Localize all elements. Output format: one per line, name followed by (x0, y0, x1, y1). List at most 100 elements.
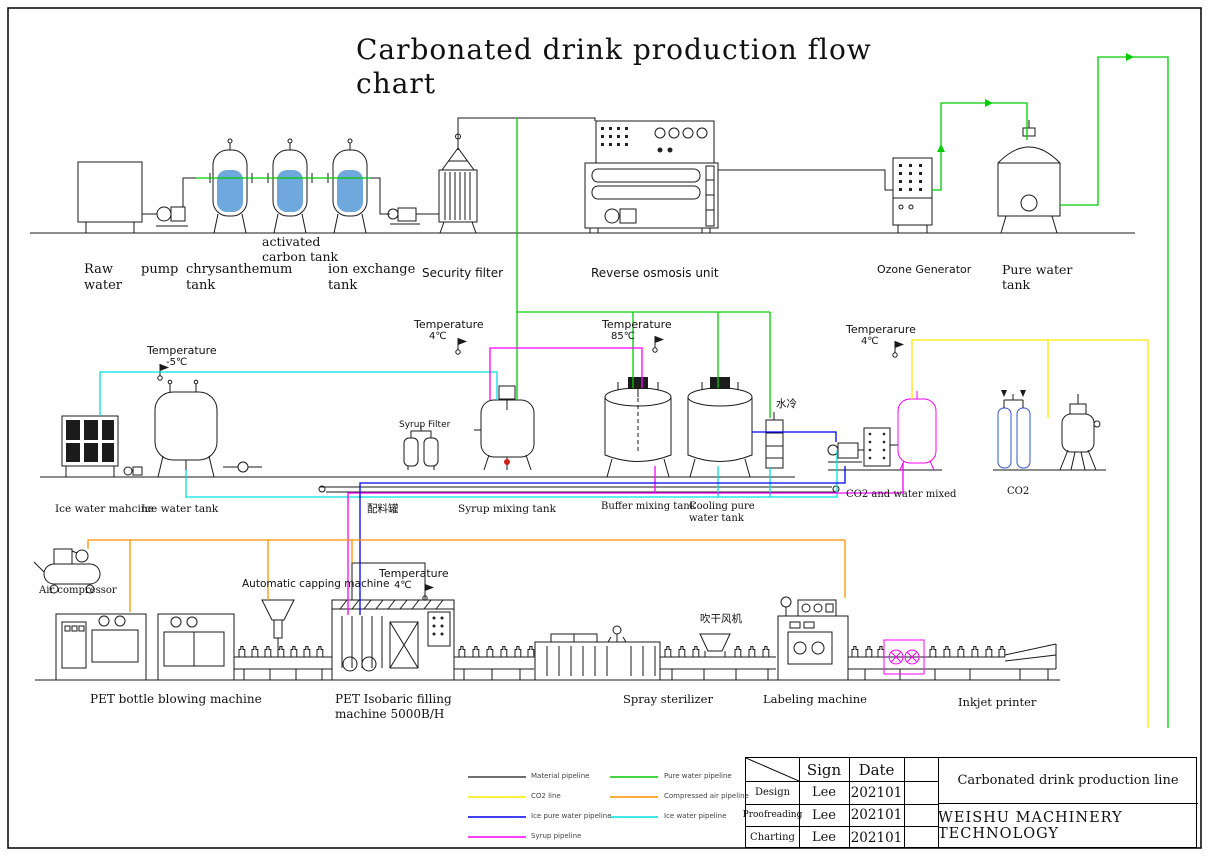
pet-bottle-blowing-machine (55, 613, 235, 681)
title-block-divider (938, 758, 939, 847)
flow-arrow-icon (1126, 53, 1134, 61)
cooling-pure-water-tank (687, 377, 753, 478)
label-air-compressor: Air compressor (39, 585, 117, 596)
ozone-generator (892, 157, 933, 233)
flow-arrow-icon (937, 144, 945, 152)
buffer-mixing-tank (604, 377, 672, 478)
label-temp-ice-water: Temperature (147, 344, 217, 357)
co2-pipeline (911, 339, 1149, 728)
row-design-sign: Lee (811, 785, 837, 800)
legend-label-ice-pure-water: Ice pure water pipeline (531, 812, 612, 820)
row-proofreading-role: Proofreading (742, 810, 803, 820)
title-block-divider (849, 758, 850, 847)
legend-label-pure-water: Pure water pipeline (664, 772, 732, 780)
header-sign: Sign (806, 760, 842, 779)
pet-filling-machine (331, 562, 455, 681)
value-temp-syrup: 4℃ (429, 331, 447, 342)
label-temp-filling: Temperature (379, 567, 449, 580)
title-block-divider (904, 758, 905, 847)
label-capping-machine: Automatic capping machine (242, 578, 390, 590)
label-security-filter: Security filter (422, 266, 504, 280)
label-activated-carbon-tank: activated carbon tank (262, 234, 339, 265)
label-co2: CO2 (1007, 486, 1030, 497)
row-charting-date: 202101 (850, 829, 903, 846)
title-block-divider (746, 781, 938, 782)
title-block-divider (746, 804, 938, 805)
title-block-divider (799, 758, 800, 847)
label-pure-water-tank: Pure water tank (1002, 262, 1073, 293)
transfer-pump (223, 461, 262, 473)
legend-label-compressed-air: Compressed air pipeline (664, 792, 749, 800)
conveyor (234, 646, 332, 680)
label-pet-blowing-machine: PET bottle blowing machine (90, 692, 262, 706)
ground-lines (30, 232, 1135, 681)
pure-water-pipeline (196, 53, 1169, 728)
label-syrup-mixing-tank: Syrup mixing tank (458, 503, 556, 515)
reverse-osmosis-unit (584, 120, 893, 234)
spray-sterilizer (534, 625, 661, 681)
legend-label-ice-water: Ice water pipeline (664, 812, 727, 820)
syrup-pipeline (347, 347, 904, 615)
flag-icon (652, 335, 665, 353)
value-temp-filling: 4℃ (394, 580, 412, 591)
conveyor (454, 646, 535, 680)
ice-water-tank (154, 379, 218, 478)
labeling-machine (777, 596, 849, 681)
ice-water-pipeline (99, 371, 838, 498)
title-block-divider (938, 803, 1198, 804)
capping-machine-hopper (261, 599, 295, 657)
co2-cylinders (997, 407, 1031, 469)
page-border (7, 7, 1202, 849)
compressed-air-pipeline (87, 539, 846, 612)
syrup-filter (403, 425, 439, 470)
row-charting-sign: Lee (811, 830, 837, 845)
co2-water-mixer (827, 427, 898, 467)
legend-lines (468, 776, 658, 838)
label-temp-mixer: Temperarure (846, 323, 916, 336)
conveyor (848, 646, 1006, 680)
label-ice-water-machine: Ice water mahcine (55, 503, 154, 515)
pipe-rack (318, 485, 840, 493)
label-buffer-mixing-tank: Buffer mixing tank (601, 501, 696, 512)
label-raw-water-tank: Raw water (84, 262, 123, 293)
flag-icon (422, 583, 435, 601)
row-design-date: 202101 (850, 784, 903, 801)
ice-water-machine (61, 415, 143, 477)
syrup-mixing-tank (474, 385, 535, 471)
filter-feed-pump (370, 177, 439, 225)
header-date: Date (858, 760, 895, 779)
row-proofreading-date: 202101 (850, 807, 903, 823)
water-pump (156, 177, 196, 227)
flow-arrow-icon (985, 99, 993, 107)
row-design-role: Design (754, 787, 791, 798)
activated-carbon-tank (272, 138, 308, 234)
row-charting-role: Charting (750, 832, 795, 843)
company-name: WEISHU MACHINERY TECHNOLOGY (938, 810, 1123, 842)
label-temp-buffer: Temperature (602, 318, 672, 331)
ion-exchange-tank (332, 138, 368, 234)
flag-icon (892, 340, 905, 358)
label-chrysanthemum-tank: chrysanthemum tank (186, 262, 293, 293)
diagonal-cell (746, 758, 799, 781)
label-ion-exchange-tank: ion exchange tank (328, 262, 416, 293)
label-pet-filling-machine: PET Isobaric filling machine 5000B/H (335, 692, 452, 721)
water-cooling-column (765, 412, 784, 469)
page-title: Carbonated drink production flow chart (356, 33, 872, 101)
legend-label-co2: CO2 line (531, 792, 561, 800)
co2-cylinder-valves (1001, 390, 1026, 408)
label-batching-tank: 配料罐 (367, 503, 399, 515)
label-ozone-generator: Ozone Generator (877, 263, 972, 276)
label-blow-dry-fan: 吹干风机 (700, 613, 742, 625)
carbonation-tank (897, 391, 937, 471)
label-temp-syrup: Temperature (414, 318, 484, 331)
ice-pure-water-pipeline (359, 431, 846, 615)
raw-water-tank (77, 161, 157, 233)
label-cooling-pure-water-tank: Cooling pure water tank (689, 501, 755, 525)
label-water-cooling: 水冷 (776, 398, 797, 410)
label-syrup-filter: Syrup Filter (399, 420, 451, 430)
chrysanthemum-tank (212, 138, 248, 234)
flag-icon (455, 337, 468, 355)
label-reverse-osmosis-unit: Reverse osmosis unit (591, 266, 719, 280)
label-co2-water-mixer: CO2 and water mixed (846, 489, 957, 500)
